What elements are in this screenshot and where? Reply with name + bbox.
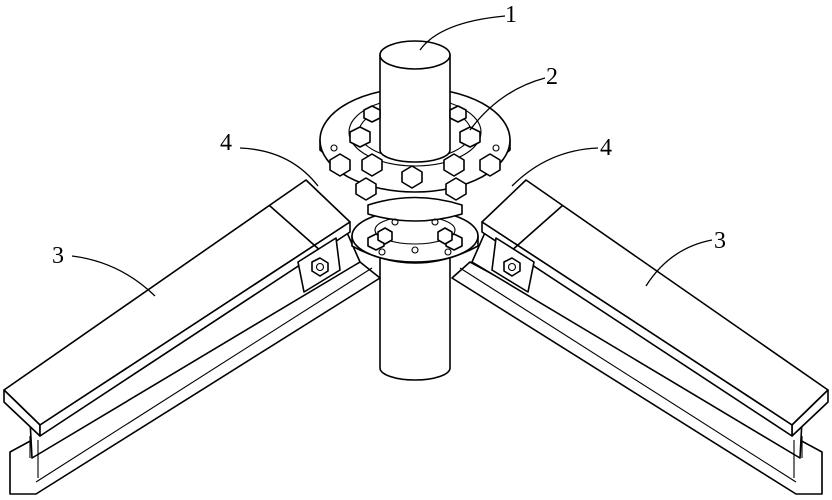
- upper-flange-bolts: [329, 105, 501, 201]
- column-lower: [379, 257, 451, 381]
- leader-lines: [71, 15, 713, 297]
- label-3-left: 3: [52, 243, 64, 269]
- column-upper: [379, 40, 451, 163]
- label-1: 1: [505, 2, 517, 28]
- label-4-right: 4: [600, 135, 612, 161]
- label-2: 2: [546, 64, 558, 90]
- lower-flange-bolts: [367, 218, 463, 256]
- left-h-beam: [3, 179, 381, 495]
- right-h-beam: [451, 179, 829, 495]
- label-4-left: 4: [220, 130, 232, 156]
- label-3-right: 3: [714, 228, 726, 254]
